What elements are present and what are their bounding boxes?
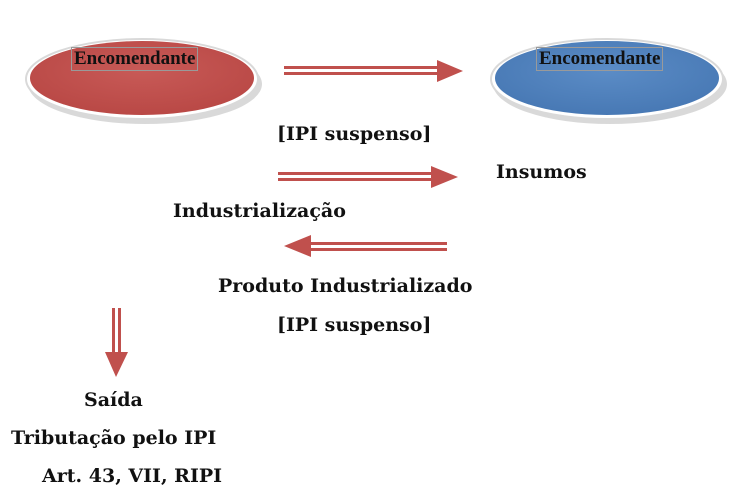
artigo-label: Art. 43, VII, RIPI <box>42 465 223 487</box>
tributacao-label: Tributação pelo IPI <box>11 427 217 449</box>
arrow-right-top <box>284 60 463 82</box>
arrow-down <box>105 308 128 377</box>
right-node-label: Encomendante <box>536 47 664 71</box>
ipi-suspenso-bottom-label: [IPI suspenso] <box>277 314 432 336</box>
arrow-right-middle <box>278 166 458 188</box>
left-node-label: Encomendante <box>71 47 199 71</box>
industrializacao-label: Industrialização <box>173 200 346 222</box>
arrow-left <box>284 235 447 257</box>
produto-industrializado-label: Produto Industrializado <box>218 275 473 297</box>
saida-label: Saída <box>84 389 143 411</box>
insumos-label: Insumos <box>496 161 587 183</box>
ipi-suspenso-top-label: [IPI suspenso] <box>277 123 432 145</box>
